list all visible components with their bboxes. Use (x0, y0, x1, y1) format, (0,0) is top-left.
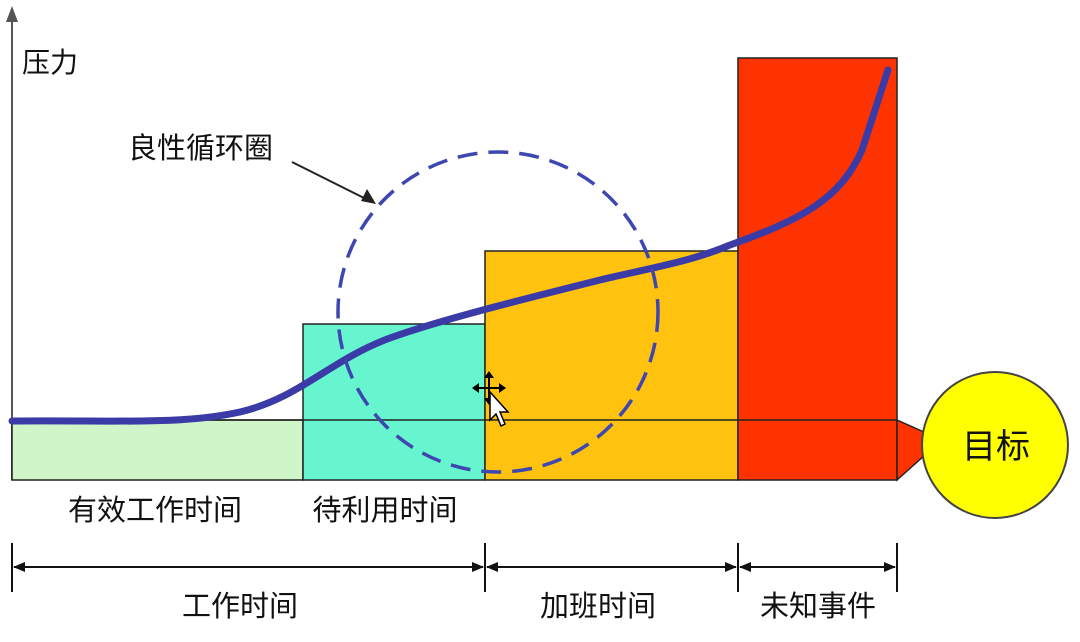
section-label-idle-time: 待利用时间 (312, 493, 457, 527)
span-label-overtime: 加班时间 (540, 589, 656, 623)
span-label-work-time: 工作时间 (182, 589, 298, 623)
virtuous-cycle-label: 良性循环圈 (128, 131, 273, 165)
goal-circle (921, 371, 1069, 519)
span-label-unknown: 未知事件 (760, 589, 876, 623)
pressure-curve (8, 66, 892, 425)
section-overtime (484, 250, 739, 481)
callout-arrow (291, 161, 369, 201)
callout-arrowhead (361, 189, 376, 204)
y-axis-label: 压力 (22, 46, 78, 79)
section-idle-time (302, 323, 486, 481)
y-axis-arrowhead (6, 6, 18, 22)
section-effective-work (11, 419, 304, 481)
move-cursor-icon (472, 371, 510, 428)
goal-label: 目标 (962, 427, 1030, 467)
section-label-effective-work: 有效工作时间 (68, 493, 242, 527)
virtuous-cycle-circle (336, 150, 660, 474)
